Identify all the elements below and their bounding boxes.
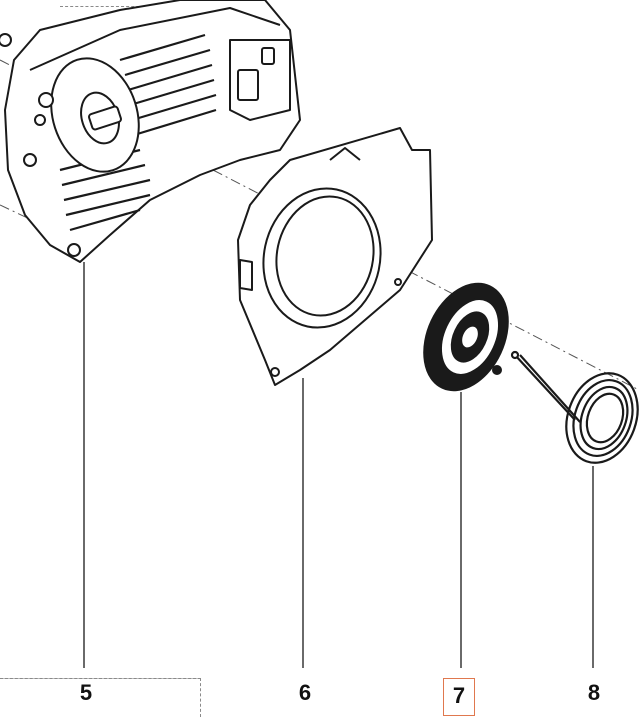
pulley-drawing — [423, 282, 509, 392]
part-label-5: 5 — [79, 680, 93, 705]
part-label-6: 6 — [298, 680, 312, 705]
bottom-dashed-frame — [0, 678, 201, 717]
spring-drawing — [510, 350, 639, 464]
top-dashed-frame — [60, 0, 180, 7]
housing-drawing — [0, 0, 301, 263]
part-label-8: 8 — [587, 680, 601, 705]
cover-plate-drawing — [237, 127, 433, 386]
part-label-7[interactable]: 7 — [443, 678, 475, 716]
